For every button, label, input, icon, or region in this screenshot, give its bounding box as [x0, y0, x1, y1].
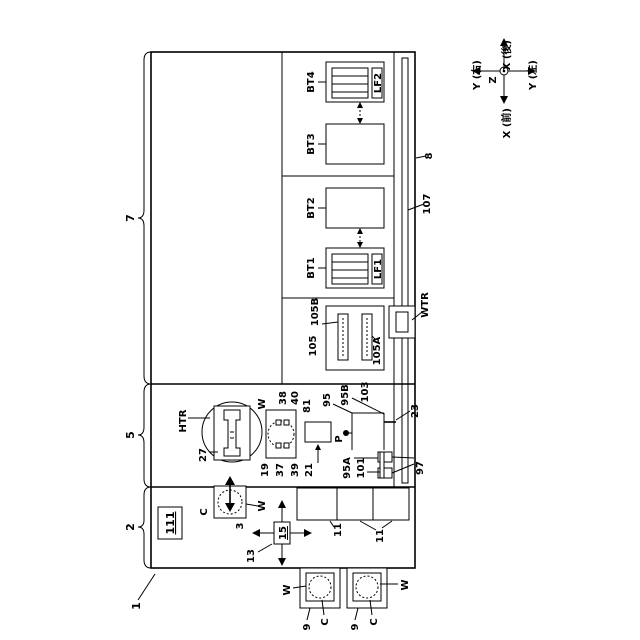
label-axis-y-right: Y (右)	[470, 60, 483, 91]
brace-section-2	[138, 487, 151, 568]
pointer-11-b	[360, 521, 376, 530]
label-axis-x-front: X (前)	[500, 108, 513, 138]
label-mount-11-a: 11	[333, 523, 344, 537]
bt3-box	[326, 124, 384, 164]
unit-19-sensor-39	[284, 443, 289, 448]
label-21: 21	[304, 463, 315, 477]
label-101: 101	[356, 458, 367, 479]
label-section-2: 2	[124, 523, 137, 531]
pointer-13	[258, 544, 272, 552]
label-bt1: BT1	[306, 257, 317, 278]
axis-x-front-arrow	[500, 96, 508, 104]
label-load-port-c-b: C	[369, 618, 380, 625]
label-103: 103	[360, 382, 371, 403]
label-81: 81	[302, 399, 313, 413]
label-97: 97	[415, 461, 426, 475]
label-section-7: 7	[124, 214, 137, 222]
label-38: 38	[278, 391, 289, 405]
label-37: 37	[275, 463, 286, 477]
pointer-9-b	[355, 608, 358, 620]
lf2-rack	[332, 68, 368, 98]
robot-arrow-right	[304, 529, 312, 537]
label-19: 19	[260, 463, 271, 477]
label-htr-27: 27	[198, 448, 209, 462]
pointer-97-b	[392, 464, 414, 473]
pointer-21-head	[315, 444, 321, 450]
pointer-unit-1	[138, 574, 155, 600]
label-unit-1: 1	[130, 602, 143, 610]
wtr-inner	[396, 312, 408, 332]
lf1-rack	[332, 254, 368, 284]
label-95: 95	[322, 393, 333, 407]
brace-section-7	[138, 52, 151, 384]
label-bt4: BT4	[306, 71, 317, 92]
mount-11-a	[297, 488, 337, 520]
label-load-port-w-a: W	[282, 584, 293, 595]
label-transfer-robot-13: 13	[246, 549, 257, 563]
label-load-port-9-b: 9	[350, 623, 361, 630]
label-wafer-w-19: W	[257, 398, 268, 409]
pointer-11-c	[382, 521, 392, 528]
label-p: P	[334, 435, 345, 442]
unit-81-box	[305, 422, 331, 442]
bt2-box	[326, 188, 384, 228]
rack-101	[380, 452, 384, 478]
carrier-load-port-a	[306, 573, 334, 601]
unit-19-sensor-37	[276, 443, 281, 448]
bar-105a	[362, 314, 372, 360]
label-wtr: WTR	[420, 292, 431, 318]
mount-11-c	[373, 488, 409, 520]
unit-19-sensor-38	[276, 420, 281, 425]
arrowhead-bt1-bt2-up	[357, 228, 363, 234]
label-load-port-9-a: 9	[302, 623, 313, 630]
pointer-9-a	[307, 608, 310, 620]
arrowhead-bt3-bt4-up	[357, 102, 363, 108]
label-40: 40	[290, 391, 301, 405]
arrowhead-bt1-bt2-down	[357, 242, 363, 248]
label-95b: 95B	[340, 384, 351, 406]
label-htr: HTR	[178, 409, 189, 432]
pointer-97-a	[392, 457, 414, 458]
mount-11-b	[337, 488, 373, 520]
label-section-5: 5	[124, 431, 137, 439]
rail-107	[402, 58, 408, 483]
bar-105b	[338, 314, 348, 360]
label-105b: 105B	[310, 298, 321, 327]
robot-arrow-left	[252, 529, 260, 537]
arrowhead-bt3-bt4-down	[357, 118, 363, 124]
label-axis-x-back: X (後)	[500, 40, 513, 70]
label-95a: 95A	[342, 457, 353, 479]
label-bt3: BT3	[306, 133, 317, 154]
label-mount-3: 3	[235, 522, 246, 529]
label-lf2: LF2	[373, 73, 384, 93]
unit-19-box	[266, 410, 296, 458]
carrier-load-port-b	[353, 573, 381, 601]
label-39: 39	[290, 463, 301, 477]
brace-section-5	[138, 384, 151, 487]
robot-arrow-up	[278, 500, 286, 508]
label-load-port-c-a: C	[320, 618, 331, 625]
label-bt2: BT2	[306, 197, 317, 218]
label-105a: 105A	[372, 336, 383, 365]
unit-19-sensor-40	[284, 420, 289, 425]
robot-arrow-down	[278, 558, 286, 566]
label-mount-11-b: 11	[375, 529, 386, 543]
label-lf1: LF1	[373, 259, 384, 279]
label-load-port-w-b: W	[400, 579, 411, 590]
label-axis-y-left: Y (左)	[526, 60, 539, 91]
label-transfer-robot-15: 15	[278, 526, 289, 540]
label-carrier-c-top: C	[199, 508, 210, 515]
htr-box	[214, 406, 250, 460]
label-axis-z: Z	[488, 76, 499, 83]
label-carrier-w-top: W	[257, 500, 268, 511]
label-105: 105	[308, 336, 319, 357]
label-23: 23	[410, 404, 421, 418]
label-controller-111: 111	[164, 512, 177, 535]
arrowhead-up	[225, 476, 235, 485]
